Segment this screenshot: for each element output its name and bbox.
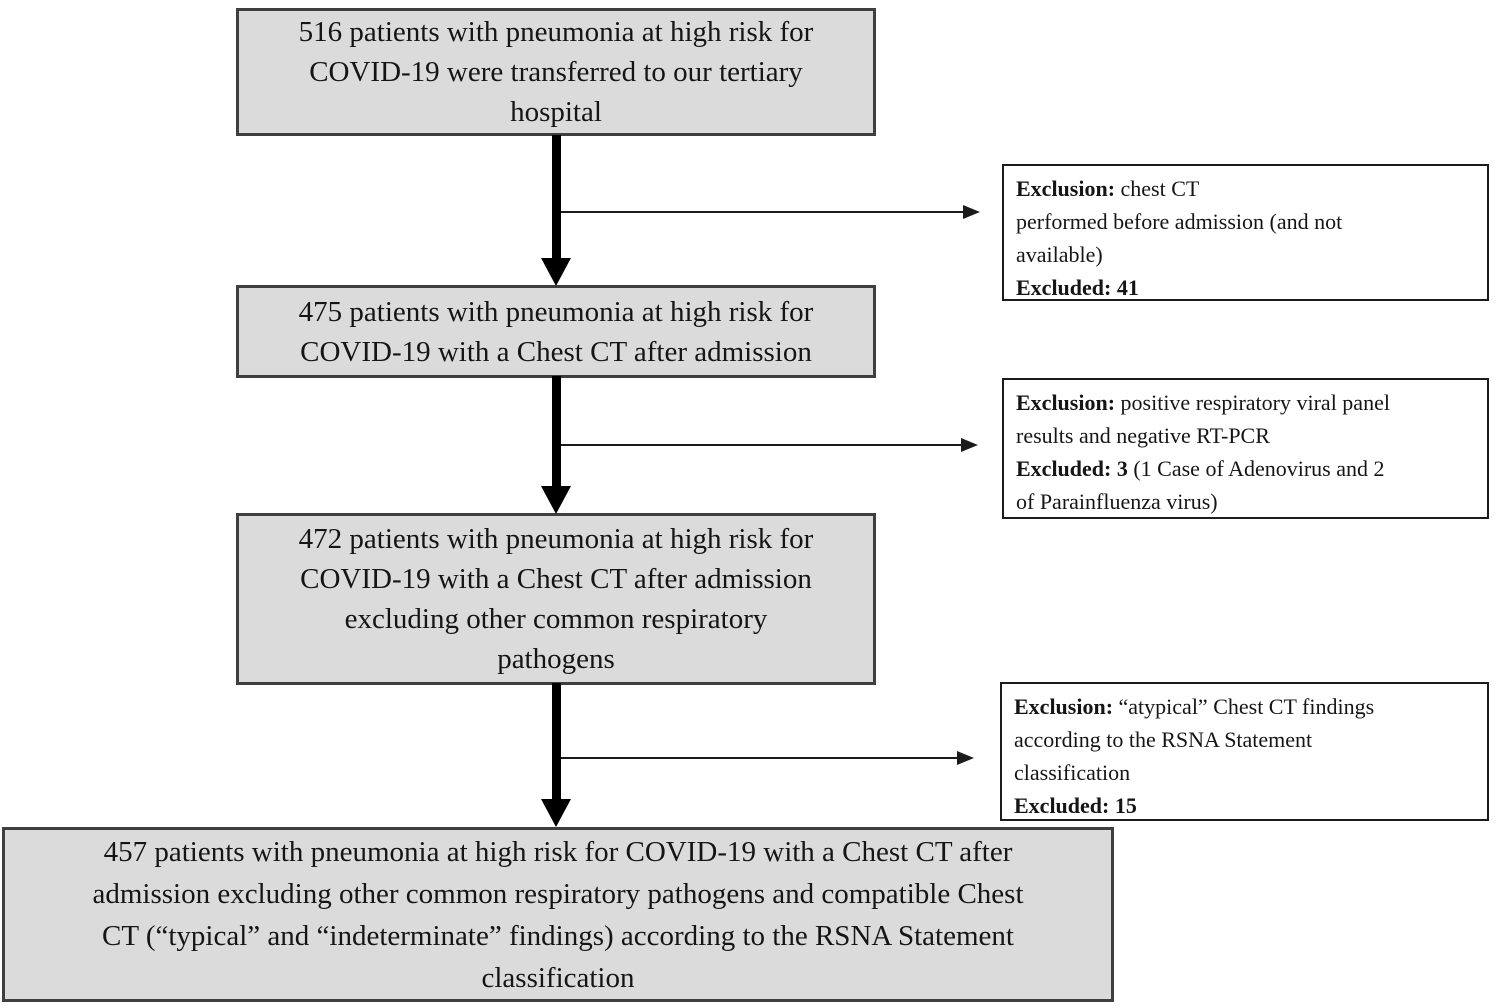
arrow-472-to-457-stem	[552, 683, 561, 800]
flow-box-475-text: 475 patients with pneumonia at high risk…	[298, 295, 814, 368]
branch-arrow-exclusion-1-head	[963, 205, 980, 219]
exclusion-text-line: according to the RSNA Statement	[1014, 727, 1313, 752]
arrow-516-to-475-stem	[552, 135, 561, 259]
flow-box-475: 475 patients with pneumonia at high risk…	[236, 285, 876, 378]
exclusion-box-3: Exclusion: “atypical” Chest CT findings a…	[1000, 682, 1489, 821]
branch-arrow-exclusion-2-line	[561, 444, 963, 446]
branch-arrow-exclusion-3-line	[561, 757, 959, 759]
exclusion-text-line: Exclusion: positive respiratory viral pa…	[1016, 390, 1390, 415]
exclusion-text-line: classification	[1014, 760, 1131, 785]
exclusion-text-line: results and negative RT-PCR	[1016, 423, 1270, 448]
branch-arrow-exclusion-1-line	[561, 211, 965, 213]
arrow-475-to-472-stem	[552, 376, 561, 487]
exclusion-text-line: available)	[1016, 242, 1103, 267]
branch-arrow-exclusion-3-head	[957, 751, 974, 765]
flow-box-516-text: 516 patients with pneumonia at high risk…	[298, 16, 814, 128]
exclusion-box-2: Exclusion: positive respiratory viral pa…	[1002, 378, 1489, 519]
exclusion-text-line: Exclusion: “atypical” Chest CT findings	[1014, 694, 1375, 719]
exclusion-text-line: of Parainfluenza virus)	[1016, 489, 1218, 514]
flow-box-472: 472 patients with pneumonia at high risk…	[236, 513, 876, 685]
arrow-516-to-475-head	[541, 258, 571, 286]
exclusion-text-line: performed before admission (and not	[1016, 209, 1343, 234]
branch-arrow-exclusion-2-head	[961, 438, 978, 452]
flow-box-457-text: 457 patients with pneumonia at high risk…	[92, 835, 1024, 994]
exclusion-text-line: Excluded: 3 (1 Case of Adenovirus and 2	[1016, 456, 1385, 481]
exclusion-box-1: Exclusion: chest CT performed before admi…	[1002, 164, 1489, 301]
exclusion-text-line: Exclusion: chest CT	[1016, 176, 1200, 201]
exclusion-text-line: Excluded: 41	[1016, 275, 1139, 300]
flow-box-472-text: 472 patients with pneumonia at high risk…	[298, 523, 814, 675]
arrow-472-to-457-head	[541, 799, 571, 827]
exclusion-text-line: Excluded: 15	[1014, 793, 1137, 818]
flow-box-457: 457 patients with pneumonia at high risk…	[2, 827, 1114, 1002]
flow-box-516: 516 patients with pneumonia at high risk…	[236, 8, 876, 136]
arrow-475-to-472-head	[541, 486, 571, 514]
